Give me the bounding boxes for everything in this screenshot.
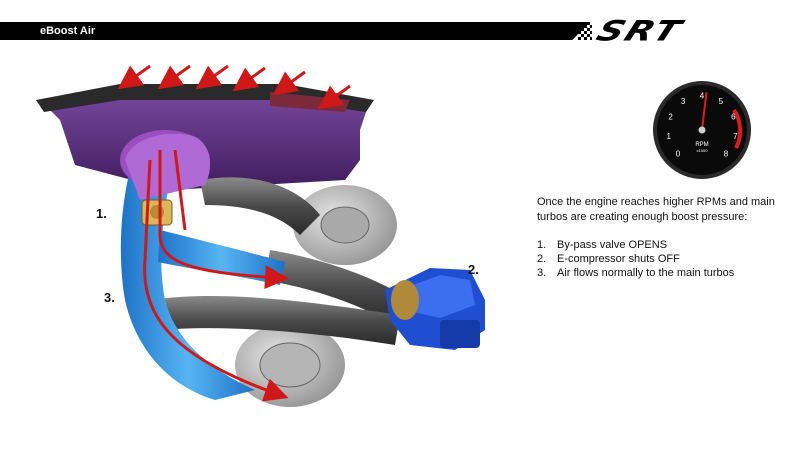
gauge-tick-label: 6 (731, 113, 736, 122)
steps-list: 1. By-pass valve OPENS 2. E-compressor s… (537, 238, 787, 280)
e-compressor (385, 268, 485, 350)
gauge-tick-label: 7 (733, 132, 738, 141)
rpm-gauge: 01 23 4 56 78 RPM x1000 (653, 81, 751, 179)
step-number: 2. (537, 253, 547, 265)
marker-two: 2. (468, 262, 479, 277)
gauge-redline (732, 108, 743, 149)
upper-turbo (293, 185, 397, 265)
header-title: eBoost Air (40, 25, 96, 37)
step-text: By-pass valve OPENS (557, 239, 668, 251)
inlet-arrows (117, 64, 351, 110)
gauge-tick-label: 1 (666, 132, 671, 141)
step-number: 1. (537, 239, 547, 251)
gauge-label: RPM (695, 142, 708, 148)
description-text: Once the engine reaches higher RPMs and … (537, 196, 775, 223)
checkered-flag-pattern (578, 22, 592, 40)
gauge-tick-label: 8 (724, 150, 729, 159)
step-text: E-compressor shuts OFF (557, 253, 680, 265)
intake-pipe (120, 170, 285, 400)
header-bar (0, 22, 590, 40)
flow-arrows (143, 149, 289, 402)
step-item: 3. Air flows normally to the main turbos (537, 266, 787, 280)
step-item: 2. E-compressor shuts OFF (537, 252, 787, 266)
gauge-needle (701, 92, 708, 131)
marker-three: 3. (104, 290, 115, 305)
marker-one: 1. (96, 206, 107, 221)
gauge-tick-label: 2 (668, 113, 673, 122)
charge-hoses (150, 177, 410, 345)
step-number: 3. (537, 267, 547, 279)
gauge-tick-label: 5 (719, 97, 724, 106)
intake-elbow (120, 130, 210, 200)
step-text: Air flows normally to the main turbos (557, 267, 735, 279)
gauge-tick-label: 4 (700, 92, 705, 101)
gauge-tick-label: 0 (676, 150, 681, 159)
gauge-tick-label: 3 (681, 97, 686, 106)
gauge-sublabel: x1000 (697, 148, 709, 153)
step-item: 1. By-pass valve OPENS (537, 238, 787, 252)
engine-illustration (36, 64, 485, 407)
srt-logo: SRT (591, 15, 688, 48)
